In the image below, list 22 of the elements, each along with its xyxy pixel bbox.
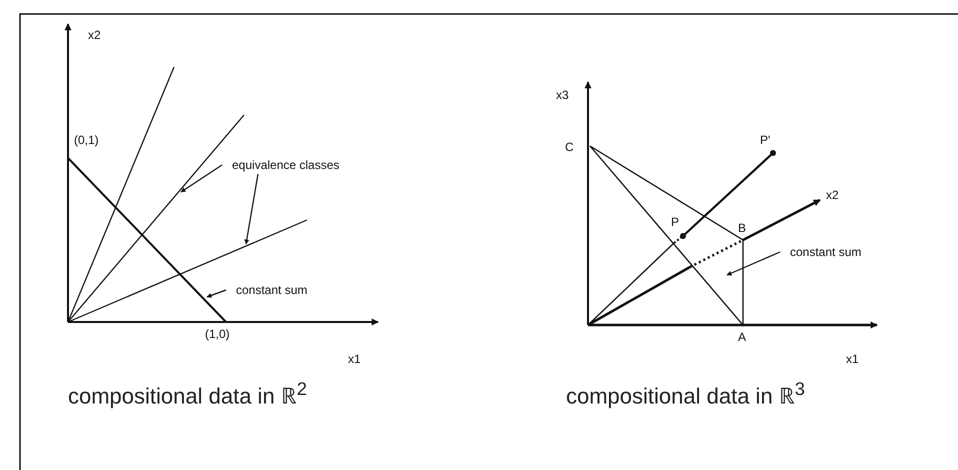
callout-label: constant sum	[236, 283, 308, 297]
callout-label: equivalence classes	[232, 158, 340, 172]
leader-line	[726, 251, 780, 276]
caption: compositional data in ℝ$^{2}$	[68, 377, 307, 410]
leader-line	[180, 164, 222, 192]
axis-label: (1,0)	[205, 327, 230, 341]
leader-line	[206, 289, 226, 298]
axis-label: (0,1)	[74, 133, 99, 147]
axis-label: B	[738, 221, 746, 235]
axis-label: P	[671, 215, 680, 229]
axis-label: C	[565, 140, 574, 154]
caption: compositional data in ℝ$^{3}$	[566, 377, 805, 410]
axis-label: P'	[760, 133, 770, 147]
axis-label: A	[738, 330, 746, 344]
triangle-plane	[589, 145, 744, 327]
axis-label: x3	[556, 88, 569, 102]
callout-label: constant sum	[790, 245, 862, 259]
axis-label: x2	[88, 28, 101, 42]
axis-label: x2	[826, 188, 839, 202]
axis-label: x1	[348, 352, 361, 366]
leader-line	[244, 174, 259, 244]
axis-label: x1	[846, 352, 859, 366]
